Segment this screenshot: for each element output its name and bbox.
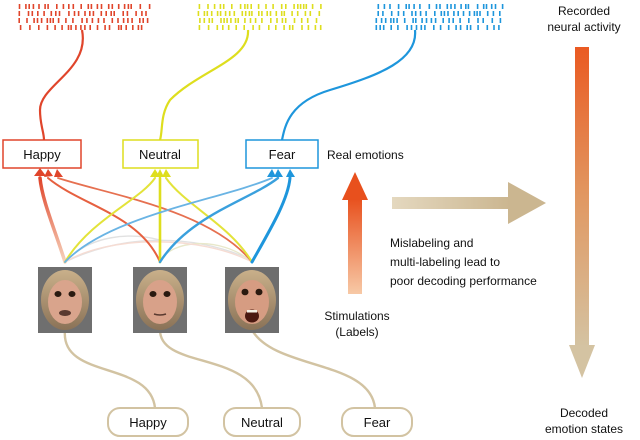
recorded-label-line1: Recorded (558, 4, 610, 18)
mislabel-text-line3: poor decoding performance (390, 274, 537, 288)
stimulation-up-arrow (342, 172, 368, 294)
stimulus-box-fear-label: Fear (364, 415, 391, 430)
stimulus-box-neutral (223, 407, 301, 437)
decoded-label-line2: emotion states (545, 422, 623, 436)
real-emotions-label: Real emotions (327, 148, 404, 162)
recorded-label-line2: neural activity (547, 20, 620, 34)
spike-raster-happy (18, 4, 151, 30)
monkey-face-neutral (133, 267, 187, 333)
stimulations-label-line2: (Labels) (335, 325, 378, 339)
curve-happy-raster (38, 29, 84, 141)
decoding-down-arrow (569, 47, 595, 378)
monkey-face-fear (225, 267, 279, 333)
emotion-box-neutral-label: Neutral (139, 147, 181, 162)
stimulus-box-neutral-label: Neutral (241, 415, 283, 430)
face-to-stimulus-curves (63, 329, 377, 409)
decoded-label-line1: Decoded (560, 406, 608, 420)
emotion-box-neutral (122, 139, 199, 169)
arrowheads (34, 168, 295, 177)
monkey-face-happy (38, 267, 92, 333)
spike-raster-neutral (197, 4, 322, 30)
stimulus-box-happy (107, 407, 189, 437)
mislabel-text-line1: Mislabeling and (390, 236, 473, 250)
spike-raster-fear (375, 4, 504, 30)
stimulus-box-happy-label: Happy (129, 415, 167, 430)
decoding-right-arrow (392, 182, 546, 224)
emotion-box-happy-label: Happy (23, 147, 61, 162)
mislabel-text-line2: multi-labeling lead to (390, 255, 500, 269)
emotion-box-fear-label: Fear (269, 147, 296, 162)
stimulus-box-fear (341, 407, 413, 437)
emotion-box-fear (245, 139, 319, 169)
emotion-box-happy (2, 139, 82, 169)
stimulations-label-line1: Stimulations (324, 309, 389, 323)
curve-fear-raster (280, 29, 417, 141)
face-to-emotion-arrows (38, 176, 292, 264)
curve-neutral-raster (158, 29, 250, 141)
